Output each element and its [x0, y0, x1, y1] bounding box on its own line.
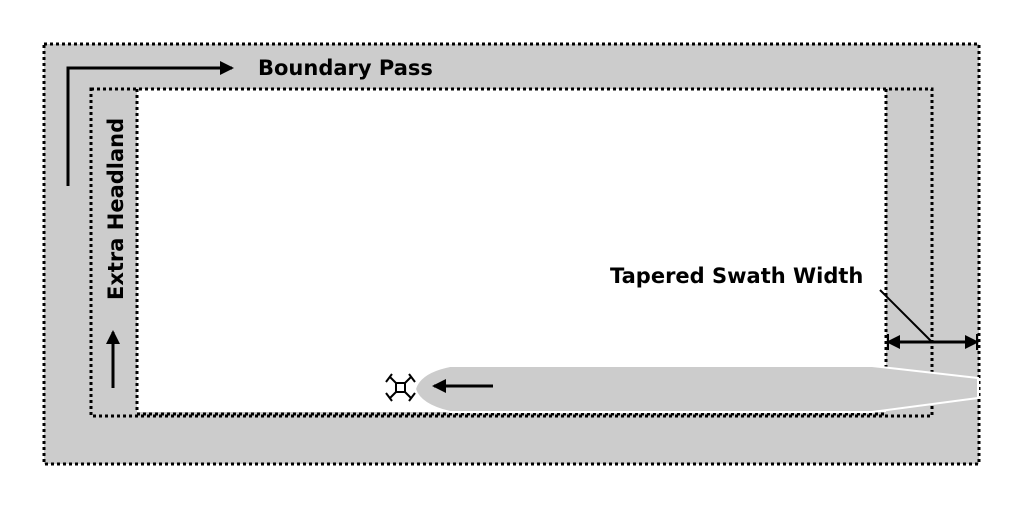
- double-arrow-icon: [886, 334, 979, 350]
- arrow-right-icon: [66, 61, 234, 186]
- leader-line: [879, 289, 933, 343]
- boundary-pass-label: Boundary Pass: [258, 56, 433, 80]
- drone-icon: [385, 373, 416, 402]
- tapered-swath: [413, 365, 979, 413]
- extra-headland-label: Extra Headland: [104, 118, 128, 300]
- tapered-swath-width-label: Tapered Swath Width: [610, 264, 863, 288]
- field-area: [137, 89, 886, 412]
